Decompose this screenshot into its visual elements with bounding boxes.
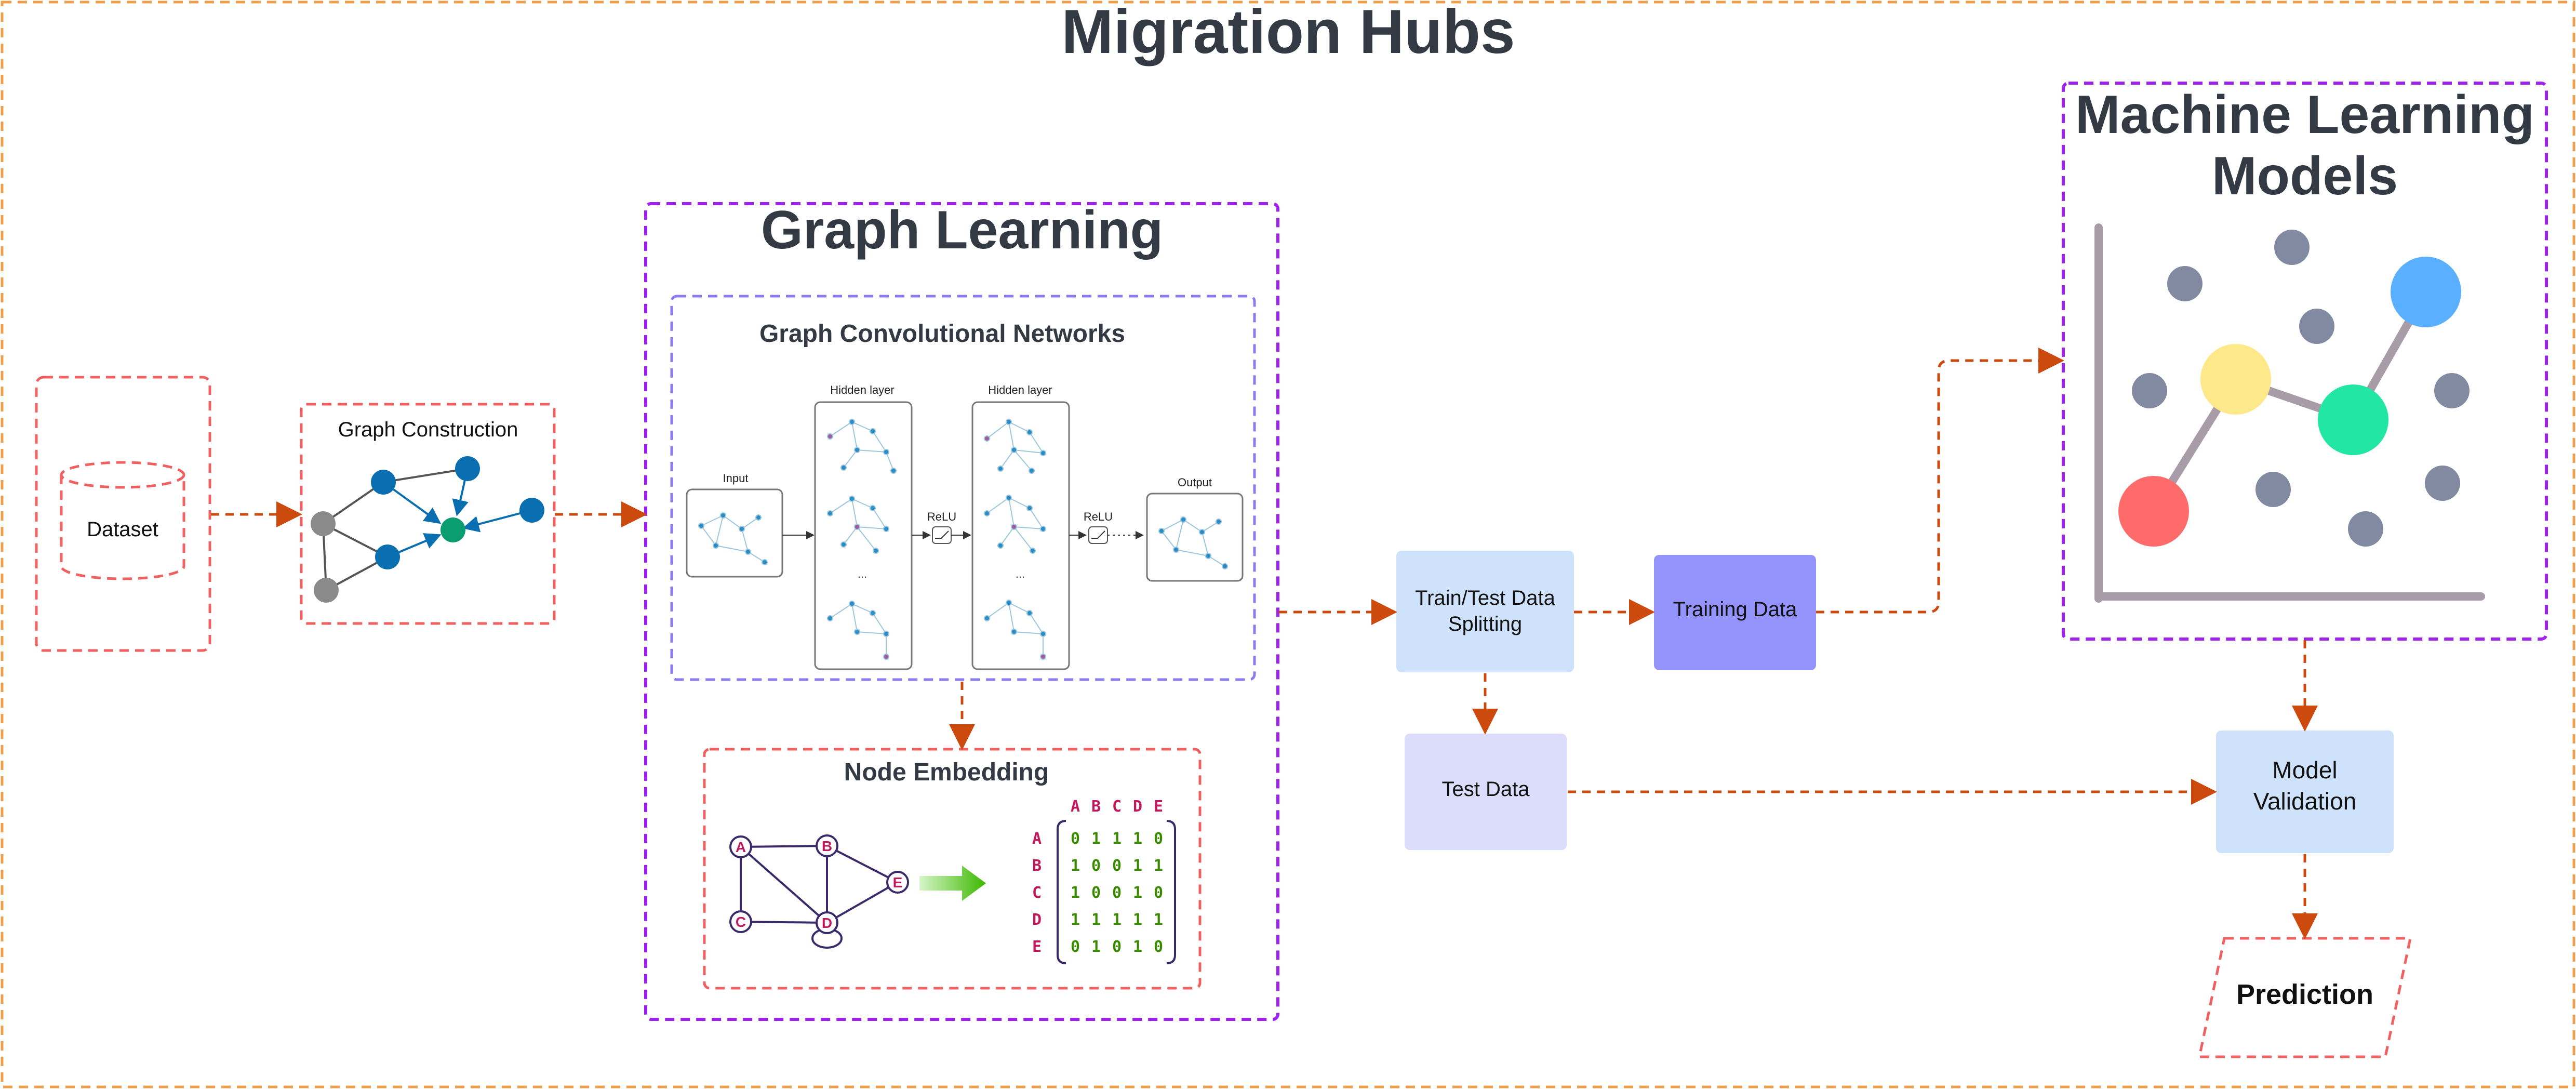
matrix-cell: 0 [1112,884,1122,902]
prediction-label: Prediction [2236,979,2373,1010]
matrix-cell: 1 [1133,911,1142,929]
matrix-cell: 1 [1071,857,1080,875]
connector-arrows [211,348,2318,939]
gcn-input-box [686,488,783,578]
adjacency-graph [740,845,898,949]
matrix-cell: 0 [1071,830,1080,848]
matrix-column-label: A [1071,798,1080,816]
matrix-cell: 0 [1091,884,1101,902]
matrix-cell: 0 [1154,830,1163,848]
gcn-hidden2-graphs [984,419,1046,660]
dataset-label: Dataset [87,518,158,541]
matrix-cell: 1 [1133,857,1142,875]
gcn-ellipsis-2: ... [1016,567,1025,580]
ml-scatter-icon [2094,223,2485,603]
graph-node-b: B [816,834,838,857]
svg-text:A: A [736,839,746,855]
matrix-row-label: B [1032,857,1042,875]
gcn-hidden1-graphs [827,419,897,660]
matrix-cell: 0 [1112,857,1122,875]
training-data-node [1654,555,1816,670]
model-validation-node [2216,731,2394,853]
matrix-cell: 1 [1091,911,1101,929]
model-validation-line2: Validation [2253,788,2357,815]
green-arrow-icon [919,866,986,901]
split-label-line2: Splitting [1448,613,1522,635]
matrix-cell: 1 [1091,938,1101,956]
graph-learning-panel [644,202,1279,1021]
gcn-relu-2-box [1088,526,1108,544]
training-data-label: Training Data [1673,598,1797,621]
gcn-input-graph [698,512,768,565]
database-icon [60,461,185,580]
svg-text:D: D [822,915,832,931]
model-validation-line1: Model [2272,756,2337,783]
graph-construction-icon [311,456,544,603]
matrix-cell: 1 [1154,911,1163,929]
gcn-output-label: Output [1178,476,1212,489]
matrix-cell: 1 [1112,911,1122,929]
matrix-column-label: E [1154,798,1163,816]
matrix-cell: 1 [1133,884,1142,902]
matrix-row-label: D [1032,911,1042,929]
ml-models-title-line2: Models [2212,146,2398,206]
test-data-node [1405,734,1567,850]
gcn-hidden1-label: Hidden layer [830,383,895,396]
matrix-cell: 0 [1091,857,1101,875]
gcn-input-label: Input [723,472,749,485]
matrix-cell: 1 [1091,830,1101,848]
matrix-row-label: C [1032,884,1042,902]
ml-models-title-line1: Machine Learning [2075,85,2534,145]
graph-learning-title: Graph Learning [761,200,1163,260]
matrix-cell: 1 [1154,857,1163,875]
test-data-label: Test Data [1442,778,1530,801]
gcn-hidden2-label: Hidden layer [988,383,1052,396]
gcn-panel [670,295,1256,681]
arrow-training-to-ml [1816,348,2064,614]
matrix-column-label: B [1091,798,1101,816]
matrix-column-label: D [1133,798,1142,816]
split-node [1396,551,1574,672]
gcn-title: Graph Convolutional Networks [759,320,1125,348]
matrix-cell: 1 [1133,938,1142,956]
gcn-relu-1-box [932,526,952,544]
matrix-row-label: A [1032,830,1042,848]
gcn-output-box [1146,493,1244,582]
gcn-relu-1-label: ReLU [927,510,956,523]
matrix-cell: 0 [1154,938,1163,956]
graph-node-e: E [886,871,909,894]
svg-text:C: C [736,914,746,930]
graph-node-d: D [816,911,838,934]
gcn-relu-2-label: ReLU [1084,510,1113,523]
page-title: Migration Hubs [1061,0,1515,67]
matrix-cell: 1 [1112,830,1122,848]
dataset-panel [35,376,211,652]
matrix-cell: 0 [1071,938,1080,956]
svg-text:B: B [822,838,832,854]
gcn-ellipsis-1: ... [858,567,867,580]
node-embedding-title: Node Embedding [844,759,1049,786]
matrix-row-label: E [1032,938,1042,956]
graph-node-a: A [729,835,752,858]
gcn-output-graph [1158,516,1228,569]
ml-models-panel [2062,82,2548,641]
gcn-hidden1-box [814,401,913,670]
matrix-cell: 1 [1071,911,1080,929]
matrix-cell: 0 [1154,884,1163,902]
graph-construction-title: Graph Construction [338,418,518,441]
matrix-column-label: C [1112,798,1122,816]
prediction-node [2197,937,2412,1058]
adjacency-matrix [1057,820,1176,964]
graph-node-c: C [729,910,752,933]
matrix-cell: 1 [1071,884,1080,902]
matrix-cell: 0 [1112,938,1122,956]
matrix-cell: 1 [1133,830,1142,848]
split-label-line1: Train/Test Data [1415,587,1555,609]
svg-text:E: E [893,874,903,891]
